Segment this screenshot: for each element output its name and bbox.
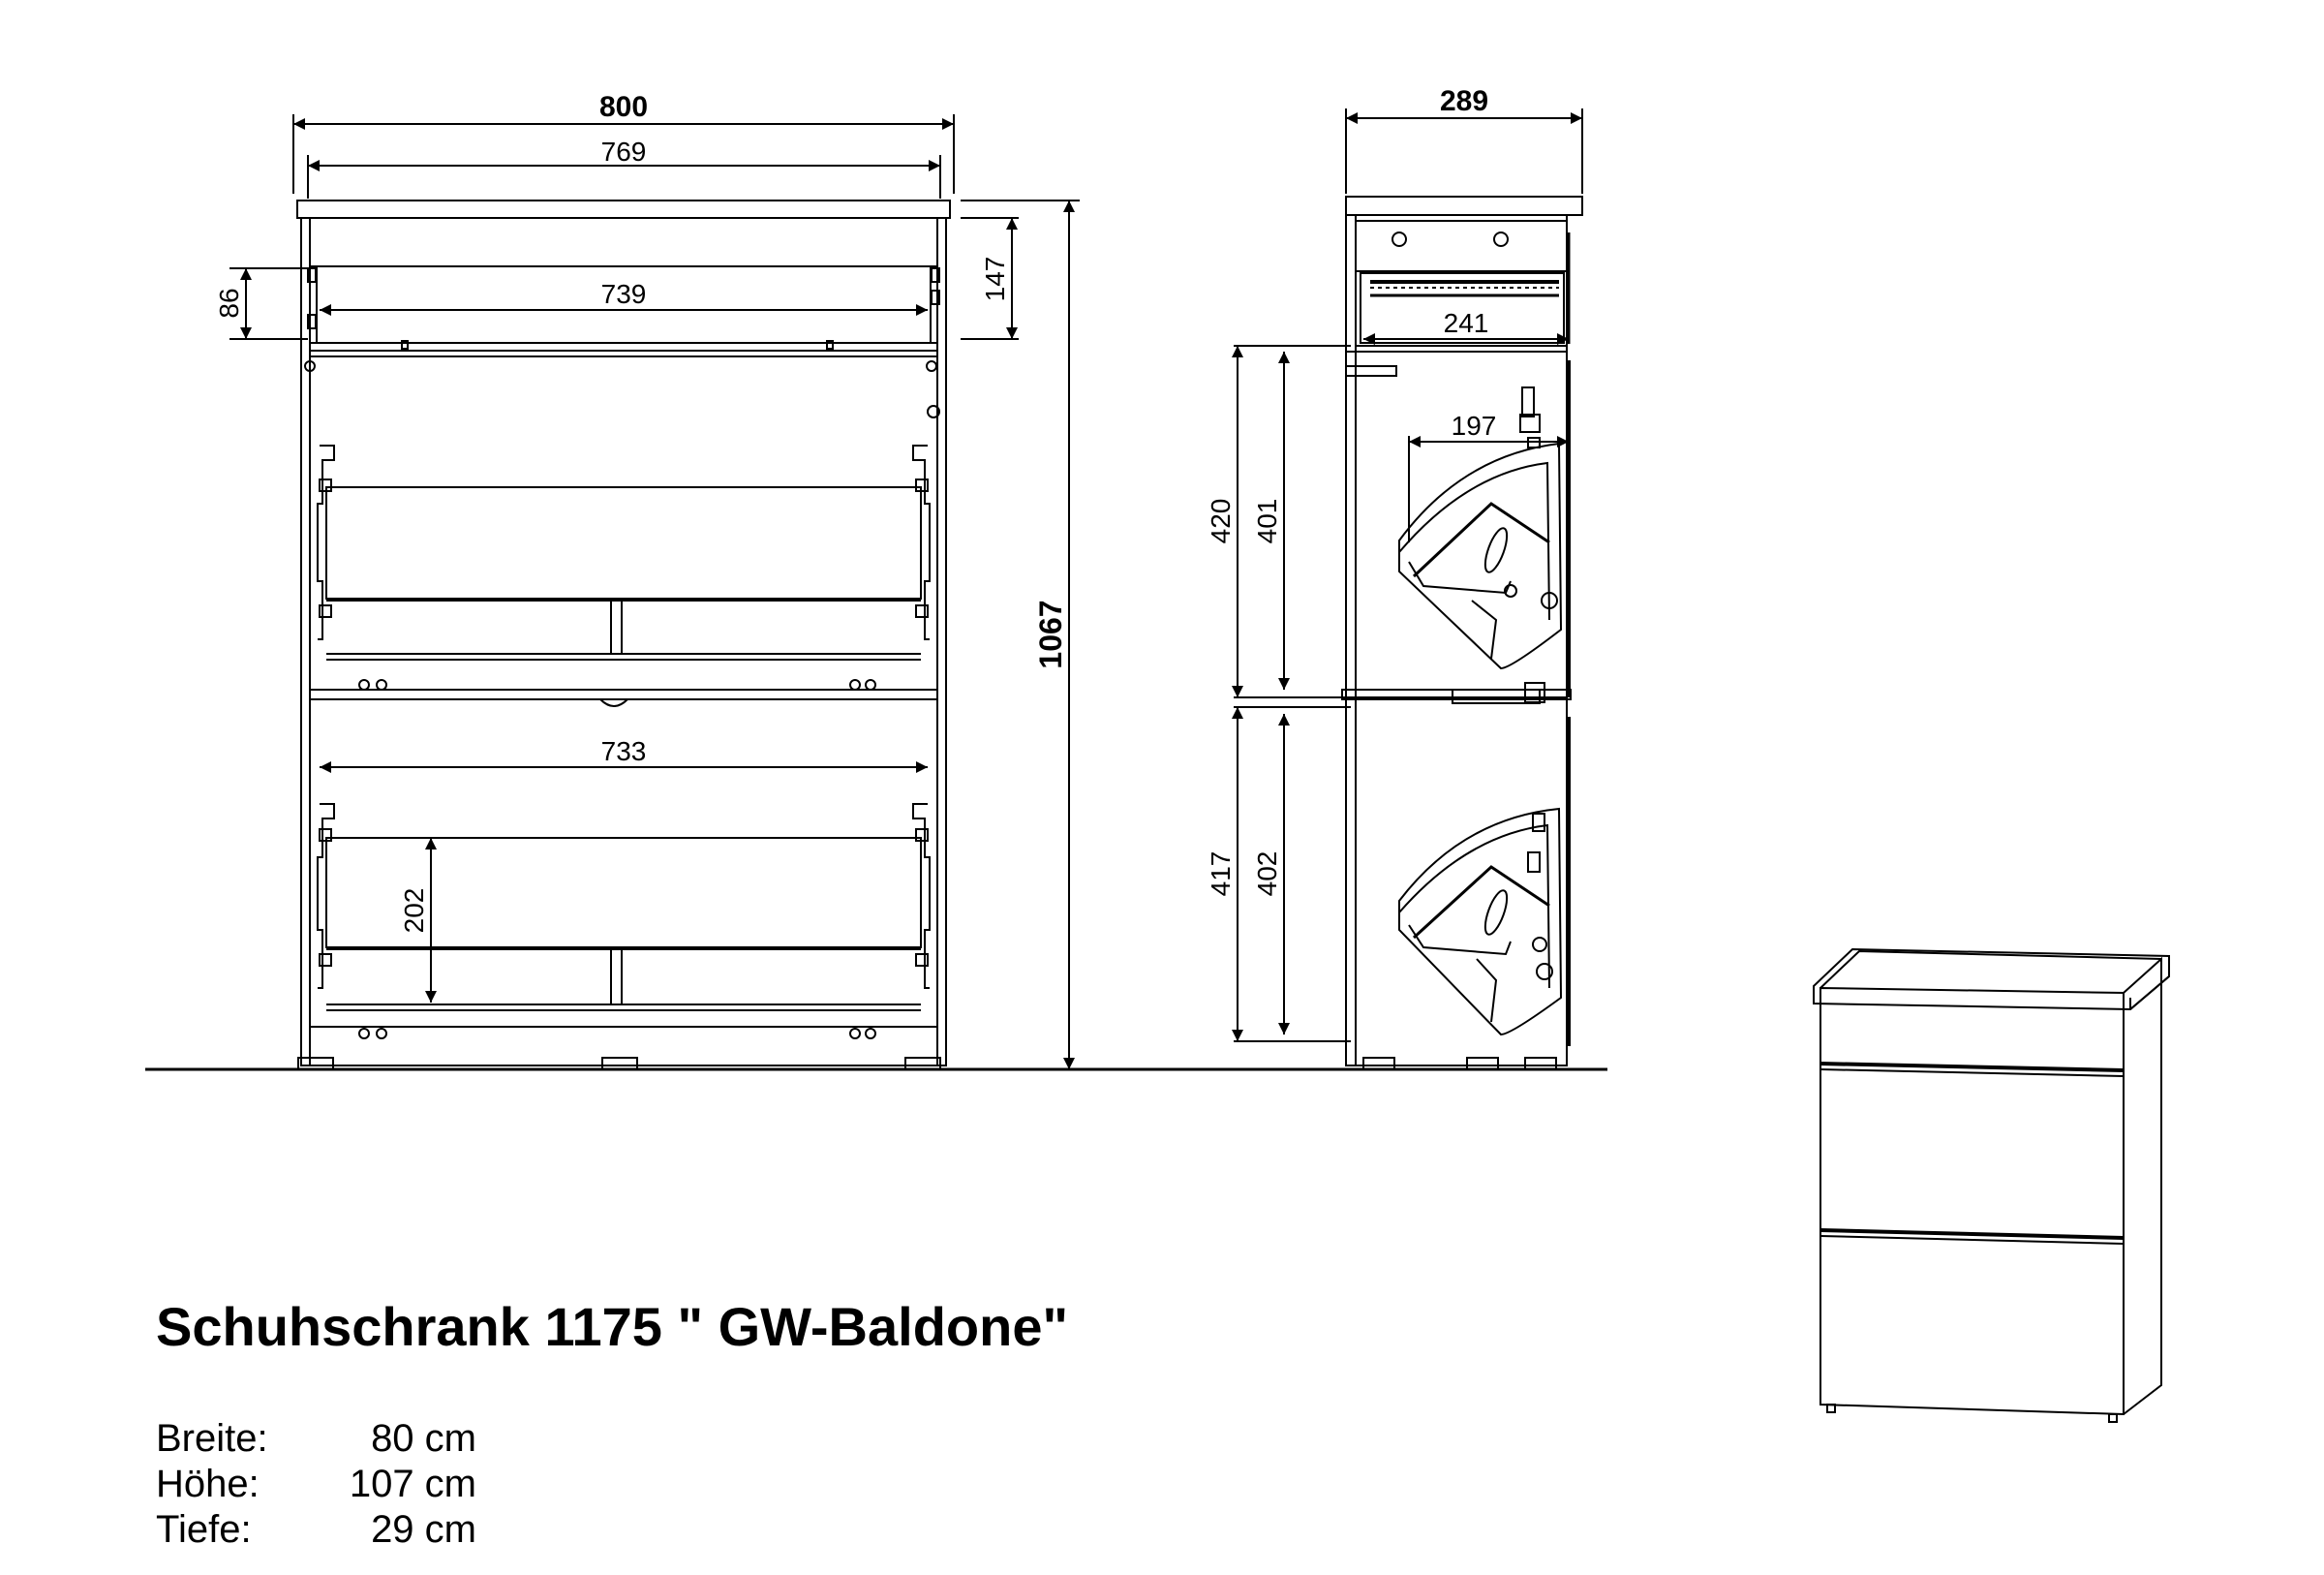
front-dimension-labels: 800 769 739 733 202 86 147 1067 xyxy=(214,91,1068,933)
side-dimension-labels: 289 241 197 420 401 417 402 xyxy=(1206,85,1496,896)
dim-width-inner: 769 xyxy=(601,137,647,167)
dim-flap-height: 202 xyxy=(399,888,429,934)
spec-height-label: Höhe: xyxy=(156,1463,260,1505)
spec-width-value: 80 cm xyxy=(371,1417,476,1460)
spec-height-value: 107 cm xyxy=(349,1463,476,1505)
spec-depth-label: Tiefe: xyxy=(156,1508,252,1551)
dim-total-height: 1067 xyxy=(1033,600,1068,668)
dim-depth-total: 289 xyxy=(1440,85,1488,117)
dim-drawer-height-right: 147 xyxy=(980,257,1010,302)
dim-drawer-height-left: 86 xyxy=(214,288,244,318)
perspective-view xyxy=(1813,947,2170,1423)
side-view xyxy=(1341,196,1583,1070)
product-title: Schuhschrank 1175 " GW-Baldone" xyxy=(156,1296,1069,1357)
dim-flap-depth: 197 xyxy=(1452,411,1497,441)
dim-drawer-width: 739 xyxy=(601,279,647,309)
spec-depth-value: 29 cm xyxy=(371,1508,476,1551)
side-dimensions xyxy=(1232,108,1583,1042)
dim-flap-width: 733 xyxy=(601,736,647,766)
dim-upper-inner: 401 xyxy=(1252,499,1282,544)
dim-width-total: 800 xyxy=(599,91,648,123)
spec-width-label: Breite: xyxy=(156,1417,268,1460)
dim-upper-outer: 420 xyxy=(1206,499,1236,544)
front-view xyxy=(296,200,951,1070)
dim-lower-outer: 417 xyxy=(1206,851,1236,897)
front-dimensions xyxy=(229,114,1080,1069)
dim-lower-inner: 402 xyxy=(1252,851,1282,897)
dim-drawer-depth: 241 xyxy=(1444,308,1489,338)
